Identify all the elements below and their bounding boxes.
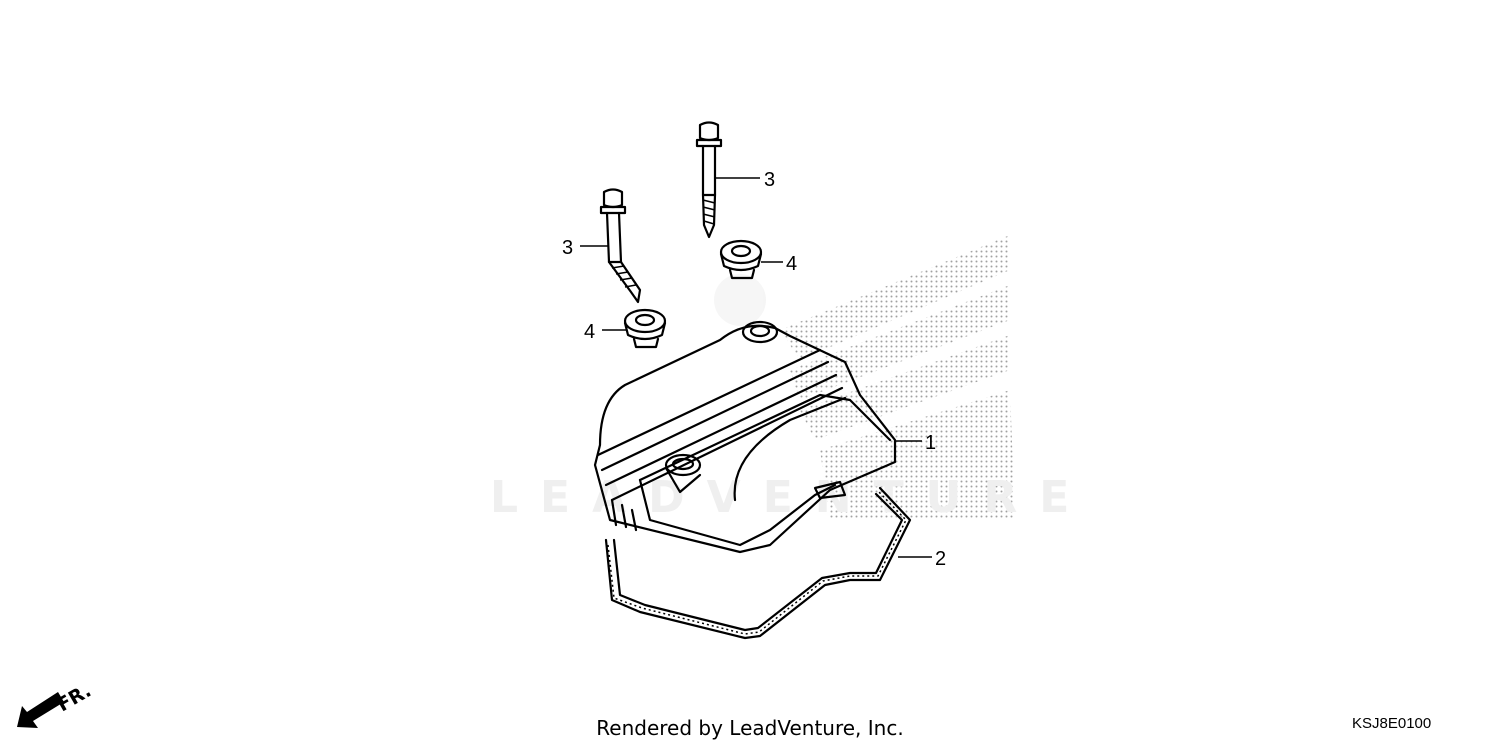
callout-bolt-right[interactable]: 3: [764, 169, 775, 191]
rendered-by-text: Rendered by LeadVenture, Inc.: [596, 716, 904, 740]
callout-washer-right[interactable]: 4: [786, 253, 797, 275]
washer-right[interactable]: [719, 239, 763, 280]
cylinder-head-cover[interactable]: [593, 320, 897, 554]
callout-gasket[interactable]: 2: [935, 548, 946, 570]
leader-lines: [580, 177, 932, 558]
diagram-code: KSJ8E0100: [1352, 715, 1432, 732]
bolt-left[interactable]: [599, 188, 642, 304]
bolt-right[interactable]: [695, 121, 723, 239]
watermark-logo: LEADVENTURE: [490, 235, 1091, 523]
direction-label: FR.: [54, 680, 95, 717]
callout-washer-left[interactable]: 4: [584, 321, 595, 343]
washer-left[interactable]: [623, 308, 667, 349]
gasket[interactable]: [604, 486, 912, 640]
callout-bolt-left[interactable]: 3: [562, 237, 573, 259]
callout-head-cover[interactable]: 1: [925, 432, 936, 454]
watermark-text: LEADVENTURE: [490, 472, 1091, 523]
